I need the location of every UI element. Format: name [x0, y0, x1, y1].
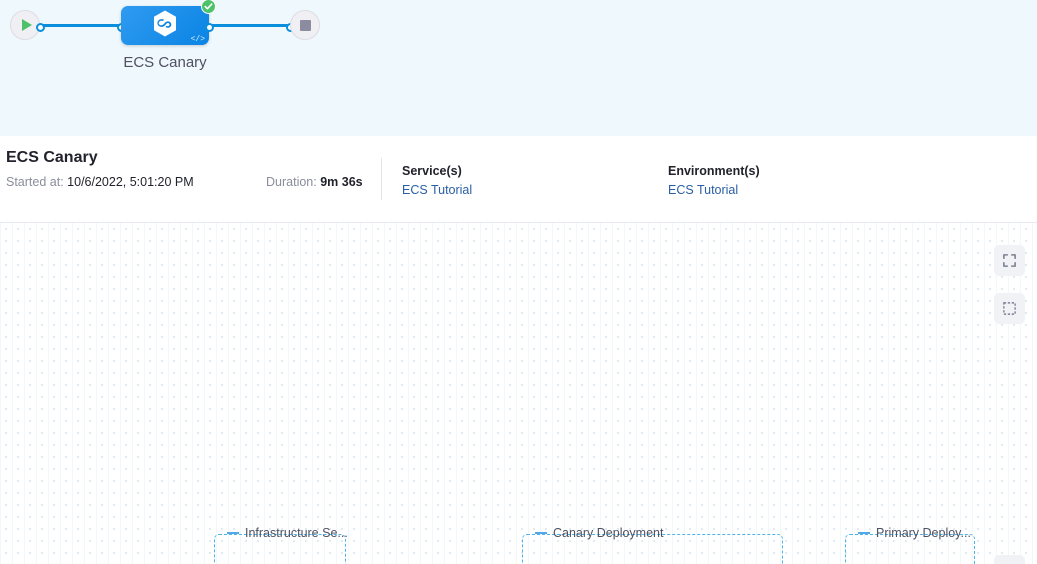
started-at-value: 10/6/2022, 5:01:20 PM	[67, 175, 194, 189]
fit-selection-button[interactable]	[994, 293, 1025, 324]
group-label-text: Infrastructure Se...	[245, 526, 348, 540]
play-icon	[21, 19, 32, 31]
fullscreen-button[interactable]	[994, 245, 1025, 276]
start-port	[36, 23, 45, 32]
environments-value-link[interactable]: ECS Tutorial	[668, 183, 739, 197]
expand-fullscreen-icon	[1003, 254, 1016, 267]
top-pipeline-banner: </> ECS Canary	[0, 0, 1037, 137]
group-label-text: Canary Deployment	[553, 526, 664, 540]
zoom-in-button[interactable]: +	[994, 555, 1025, 564]
services-value-link[interactable]: ECS Tutorial	[402, 183, 473, 197]
group-label-primary: Primary Deploy...	[856, 526, 973, 540]
group-canary-deployment[interactable]: Canary Deployment	[522, 526, 783, 564]
dashed-square-icon	[1003, 302, 1016, 315]
page-title: ECS Canary	[6, 149, 98, 166]
stage-node-ecs-canary[interactable]: </>	[121, 0, 216, 45]
collapse-dash-icon[interactable]	[535, 532, 547, 534]
pipeline-start-node[interactable]	[10, 10, 40, 40]
services-column: Service(s) ECS Tutorial	[402, 164, 472, 197]
group-infrastructure-section[interactable]: Infrastructure Se...	[214, 526, 348, 564]
environments-label: Environment(s)	[668, 164, 760, 178]
header-divider	[381, 158, 382, 200]
harness-hexagon-icon	[152, 9, 178, 42]
link-start-to-stage	[43, 24, 121, 27]
stop-icon	[299, 19, 311, 31]
started-at-row: Started at: 10/6/2022, 5:01:20 PM	[6, 175, 194, 189]
status-badge-success	[201, 0, 216, 14]
duration-label: Duration:	[266, 175, 317, 189]
stage-code-glyph: </>	[190, 35, 205, 44]
services-label: Service(s)	[402, 164, 462, 178]
link-stage-to-end	[212, 24, 290, 27]
group-label-canary: Canary Deployment	[533, 526, 665, 540]
group-label-infrastructure: Infrastructure Se...	[225, 526, 350, 540]
group-primary-deployment[interactable]: Primary Deploy...	[845, 526, 975, 564]
collapse-dash-icon[interactable]	[227, 532, 239, 534]
environments-column: Environment(s) ECS Tutorial	[668, 164, 760, 197]
stage-out-port	[205, 23, 214, 32]
stage-node-label: ECS Canary	[123, 54, 207, 71]
zoom-controls[interactable]: + −	[994, 555, 1025, 564]
duration-value: 9m 36s	[320, 175, 363, 189]
pipeline-canvas[interactable]: Infrastructure Se... Canary Deployment P…	[0, 223, 1037, 564]
started-at-label: Started at:	[6, 175, 64, 189]
duration-row: Duration: 9m 36s	[266, 175, 363, 189]
group-label-text: Primary Deploy...	[876, 526, 971, 540]
collapse-dash-icon[interactable]	[858, 532, 870, 534]
pipeline-end-node[interactable]	[290, 10, 320, 40]
execution-info-header: ECS Canary Started at: 10/6/2022, 5:01:2…	[0, 136, 1037, 223]
